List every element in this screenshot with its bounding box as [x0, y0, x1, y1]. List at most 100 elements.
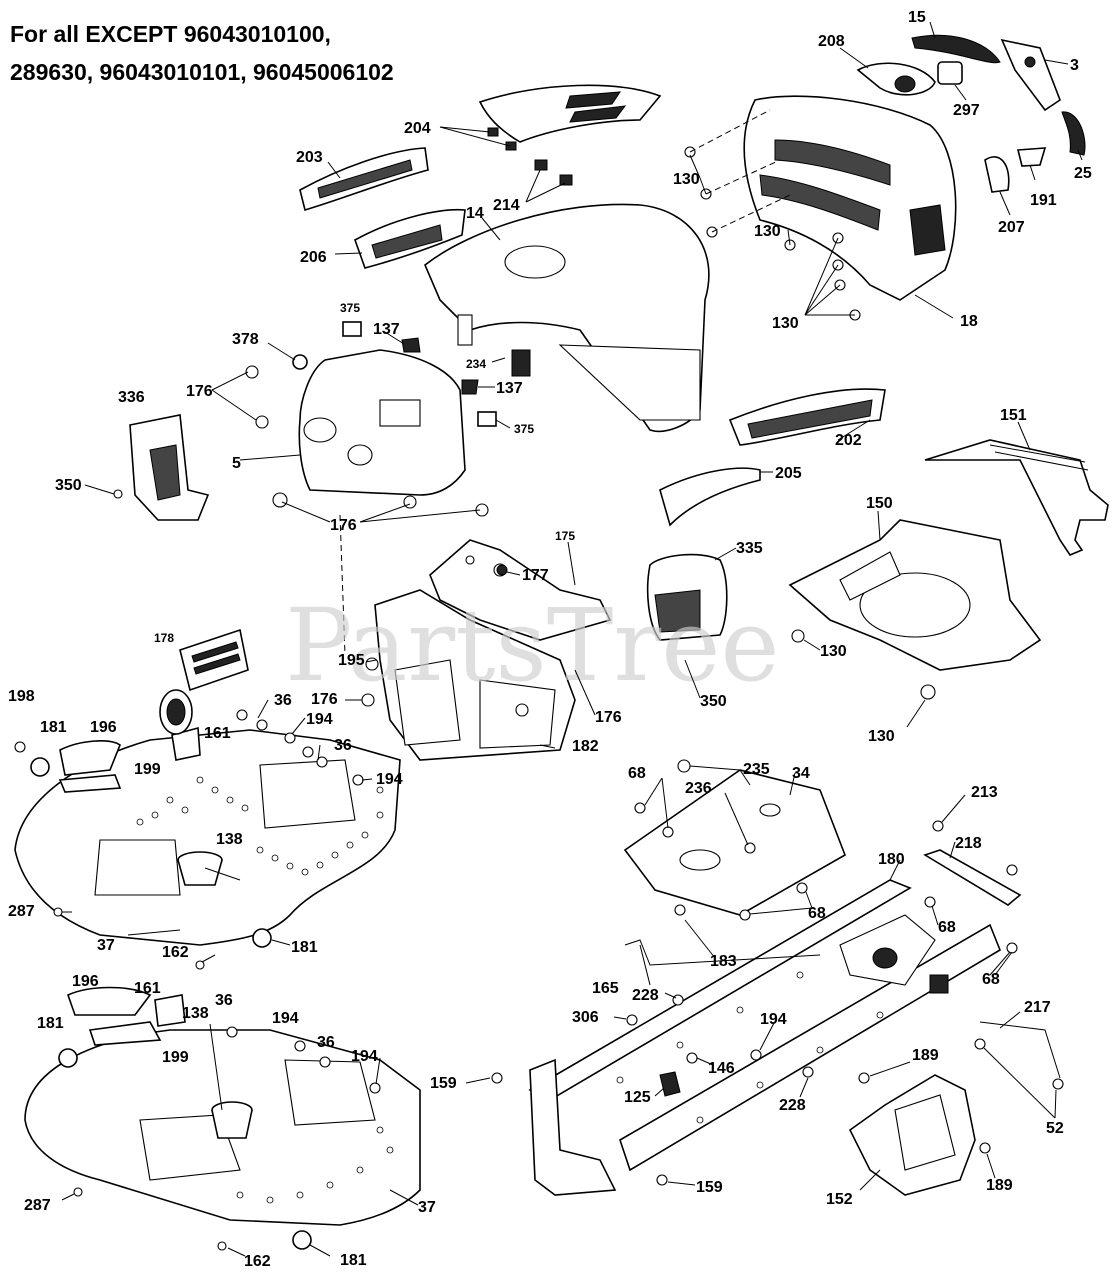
- callout-176: 176: [311, 691, 338, 708]
- callout-194: 194: [376, 771, 403, 788]
- part-375-pad: [342, 321, 362, 337]
- part-335-side-cover: [646, 553, 728, 641]
- callout-203: 203: [296, 149, 323, 166]
- callout-161: 161: [134, 980, 161, 997]
- part-14-hood: [424, 203, 710, 432]
- callout-161: 161: [204, 725, 231, 742]
- callout-375: 375: [340, 301, 360, 315]
- part-189-bolt: [979, 1142, 991, 1154]
- callout-3: 3: [1070, 57, 1079, 74]
- part-228-screw: [802, 1066, 814, 1078]
- callout-152: 152: [826, 1191, 853, 1208]
- callout-162: 162: [162, 944, 189, 961]
- callout-204: 204: [404, 120, 431, 137]
- part-306-nut: [626, 1014, 638, 1026]
- callout-36: 36: [215, 992, 233, 1009]
- part-15-hood-trim: [911, 34, 1001, 64]
- part-161-bezel: [171, 726, 201, 761]
- part-194-nut: [352, 774, 364, 786]
- part-37-fender-lower: [24, 1029, 421, 1226]
- callout-350: 350: [55, 477, 82, 494]
- part-137-clip: [461, 379, 479, 395]
- part-194-nut: [369, 1082, 381, 1094]
- callout-189: 189: [912, 1047, 939, 1064]
- callout-206: 206: [300, 249, 327, 266]
- part-146-screw: [686, 1052, 698, 1064]
- callout-181: 181: [40, 719, 67, 736]
- callout-68: 68: [982, 971, 1000, 988]
- callout-287: 287: [8, 903, 35, 920]
- part-196-cap: [67, 986, 152, 1016]
- callout-196: 196: [90, 719, 117, 736]
- part-68-bolt: [662, 826, 674, 838]
- callout-182: 182: [572, 738, 599, 755]
- callout-218: 218: [955, 835, 982, 852]
- part-125-tab: [659, 1071, 681, 1097]
- part-207-bracket: [984, 156, 1010, 193]
- part-203-vent: [299, 147, 429, 212]
- callout-36: 36: [334, 737, 352, 754]
- part-159-screw: [491, 1072, 503, 1084]
- callout-350: 350: [700, 693, 727, 710]
- callout-194: 194: [351, 1048, 378, 1065]
- callout-138: 138: [216, 831, 243, 848]
- callout-68: 68: [628, 765, 646, 782]
- part-152-battery-tray: [848, 1074, 976, 1196]
- part-234-decal: [511, 349, 531, 377]
- leader-lines: [61, 21, 1083, 1257]
- callout-34: 34: [792, 765, 810, 782]
- callout-205: 205: [775, 465, 802, 482]
- callout-297: 297: [953, 102, 980, 119]
- callout-137: 137: [373, 321, 400, 338]
- part-205-deflector: [659, 467, 761, 527]
- callout-183: 183: [710, 953, 737, 970]
- callout-177: 177: [522, 567, 549, 584]
- part-68-bolt: [739, 909, 751, 921]
- part-199-decal: [58, 774, 122, 793]
- part-36-screw: [226, 1026, 238, 1038]
- part-213-bolt: [1006, 864, 1018, 876]
- callout-130: 130: [754, 223, 781, 240]
- part-287-screw: [53, 907, 63, 917]
- callout-15: 15: [908, 9, 926, 26]
- part-181-bushing: [30, 757, 50, 777]
- callout-306: 306: [572, 1009, 599, 1026]
- part-199-decal: [88, 1021, 162, 1046]
- part-36-screw: [316, 756, 328, 768]
- callout-18: 18: [960, 313, 978, 330]
- callout-176: 176: [186, 383, 213, 400]
- part-297-light: [937, 61, 963, 85]
- part-214-clip: [534, 159, 548, 171]
- callout-208: 208: [818, 33, 845, 50]
- callout-378: 378: [232, 331, 259, 348]
- part-68-bolt: [796, 882, 808, 894]
- part-214-clip: [559, 174, 573, 186]
- watermark: PartsTree: [285, 587, 780, 704]
- part-202-grille: [728, 388, 886, 446]
- part-18-front-grille: [743, 95, 957, 301]
- callout-36: 36: [274, 692, 292, 709]
- part-189-bolt: [858, 1072, 870, 1084]
- callout-217: 217: [1024, 999, 1051, 1016]
- part-196-cap: [59, 740, 121, 776]
- callout-5: 5: [232, 455, 241, 472]
- callout-189: 189: [986, 1177, 1013, 1194]
- part-191-clip: [1016, 147, 1047, 167]
- part-218-bracket: [923, 849, 1022, 906]
- part-228-screw: [672, 994, 684, 1006]
- callout-25: 25: [1074, 165, 1092, 182]
- part-178-grate: [179, 628, 249, 692]
- callout-287: 287: [24, 1197, 51, 1214]
- part-234-decal: [457, 314, 473, 346]
- callout-375: 375: [514, 422, 534, 436]
- part-151-bracket: [924, 439, 1109, 556]
- callout-191: 191: [1030, 192, 1057, 209]
- callout-52: 52: [1046, 1120, 1064, 1137]
- callout-181: 181: [37, 1015, 64, 1032]
- part-34-seat-plate: [623, 769, 846, 916]
- part-68-bolt: [924, 896, 936, 908]
- callout-176: 176: [595, 709, 622, 726]
- callout-138: 138: [182, 1005, 209, 1022]
- part-36-screw: [302, 746, 314, 758]
